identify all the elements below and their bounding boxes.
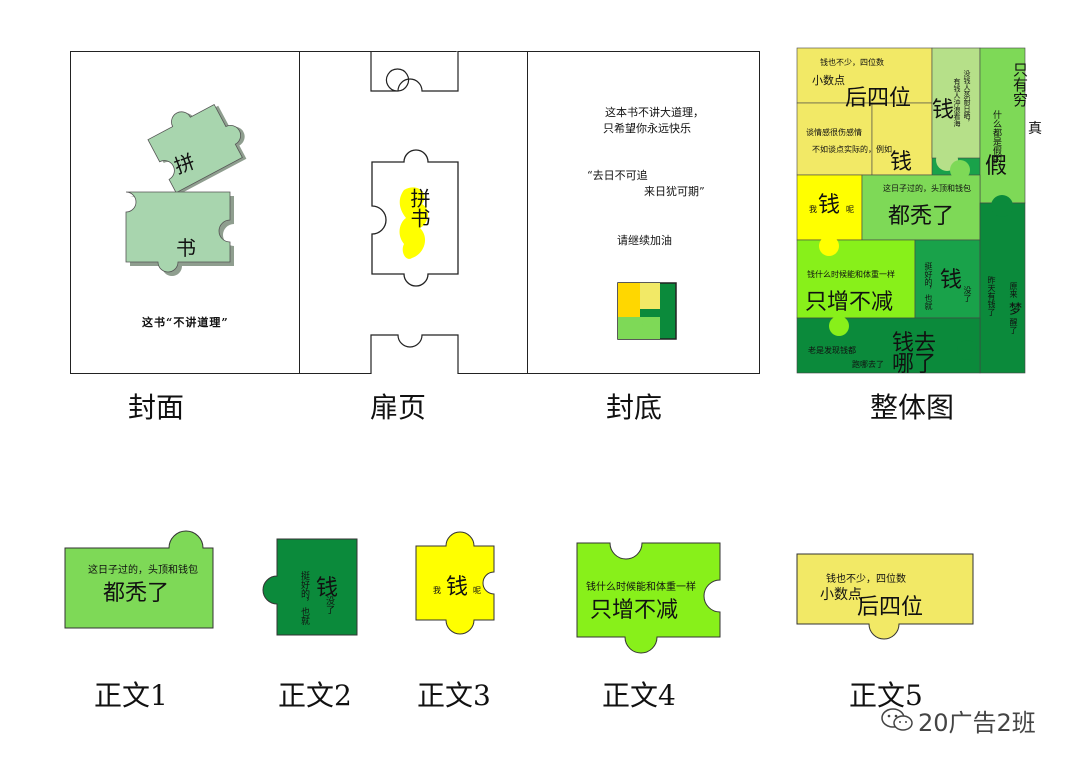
ov-p3-big2: 假 [985, 154, 1008, 179]
ov-p9-small: 昨天有钱了 [987, 276, 996, 316]
ov-p9-big: 梦 [1006, 302, 1021, 315]
body5-big: 后四位 [857, 595, 924, 620]
ov-p8-small: 挺好的，也就 [924, 262, 933, 310]
wechat-icon [881, 708, 913, 731]
overview-map [796, 47, 1026, 374]
back-cover-quote1: “去日不可追 [587, 169, 648, 182]
back-cover-line2: 只希望你永远快乐 [603, 122, 691, 135]
ov-p2-small2: 有钱人沖浪看海 [953, 78, 961, 127]
title-page-puzzle [371, 149, 459, 287]
body5-puzzle [796, 553, 974, 640]
body1-small: 这日子过的，头顶和钱包 [88, 565, 198, 576]
title-page-top-tab [370, 51, 459, 92]
ov-p9-mid: 原来 [1009, 282, 1018, 298]
back-cover-mini-puzzle [617, 282, 677, 340]
ov-p10-small2: 跑哪去了 [852, 360, 884, 369]
body2-right: 没了 [324, 596, 334, 614]
ov-p2-small: 没钱人蒸耐日晒， [963, 70, 971, 126]
ov-p7-big: 只增不减 [805, 290, 894, 315]
ov-p10-big2: 哪了 [892, 352, 937, 377]
ov-p4-small2: 不如谈点实际的，例如 [812, 145, 892, 154]
ov-p2-big: 钱 [932, 98, 955, 123]
body4-big: 只增不减 [590, 598, 679, 623]
body5-mid: 小数点 [820, 587, 862, 603]
ov-p3-small: 只有穷 [1011, 62, 1029, 107]
ov-p1-mid: 小数点 [812, 74, 845, 87]
title-page-bottom-tab [370, 334, 459, 374]
ov-p6-small: 这日子过的，头顶和钱包 [883, 184, 971, 193]
back-cover-caption: 封底 [606, 391, 663, 424]
ov-p6-big: 都秃了 [888, 204, 955, 229]
body1-puzzle [64, 530, 214, 629]
body2-big: 钱 [316, 576, 339, 601]
ov-p5-r: 呢 [846, 205, 854, 214]
ov-p1-small: 钱也不少，四位数 [820, 58, 884, 67]
back-cover-quote2: 来日犹可期” [644, 185, 705, 198]
back-cover-line1: 这本书不讲大道理， [605, 106, 704, 119]
cover-puzzle-bottom-char: 书 [176, 236, 196, 260]
body4-puzzle [576, 542, 721, 654]
ov-p7-small: 钱什么时候能和体重一样 [807, 270, 895, 279]
ov-p3-small2: 什么都是假的 [991, 110, 1001, 164]
body4-caption: 正文4 [602, 679, 676, 712]
ov-p10-small: 老是发现钱都 [808, 346, 856, 355]
body1-big: 都秃了 [103, 581, 170, 606]
title-page-caption: 扉页 [370, 391, 427, 424]
body5-caption: 正文5 [849, 679, 923, 712]
ov-p3-big: 真 [1028, 121, 1042, 137]
body2-puzzle [262, 538, 358, 636]
overview-caption: 整体图 [870, 391, 955, 424]
body3-caption: 正文3 [417, 679, 491, 712]
ov-p4-small: 谈情感很伤感情 [806, 128, 862, 137]
ov-p8-r: 没了 [963, 286, 972, 302]
watermark-text: 20广告2班 [918, 709, 1036, 737]
body3-big: 钱 [446, 575, 469, 600]
cover-slogan: 这书“不讲道理” [142, 316, 229, 329]
cover-puzzle-bottom [125, 191, 234, 276]
body5-small: 钱也不少，四位数 [826, 574, 906, 585]
cover-puzzle-top [147, 103, 247, 194]
title-page-chars: 拼书 [407, 188, 431, 228]
ov-p10-big: 钱去 [892, 331, 937, 356]
body3-puzzle [415, 531, 495, 635]
ov-p1-big: 后四位 [845, 86, 912, 111]
body3-left: 我 [433, 586, 441, 595]
cover-caption: 封面 [128, 391, 185, 424]
ov-p4-big: 钱 [890, 150, 913, 175]
body1-caption: 正文1 [94, 679, 168, 712]
ov-p8-big: 钱 [940, 268, 963, 293]
ov-p5-big: 钱 [818, 193, 841, 218]
back-cover-cheer: 请继续加油 [617, 234, 672, 247]
body2-caption: 正文2 [278, 679, 352, 712]
body3-right: 呢 [473, 586, 481, 595]
ov-p9-r: 醒了 [1009, 318, 1018, 334]
body2-left: 挺好的，也就 [299, 571, 309, 625]
ov-p5-l: 我 [809, 205, 817, 214]
body4-small: 钱什么时候能和体重一样 [586, 582, 696, 593]
